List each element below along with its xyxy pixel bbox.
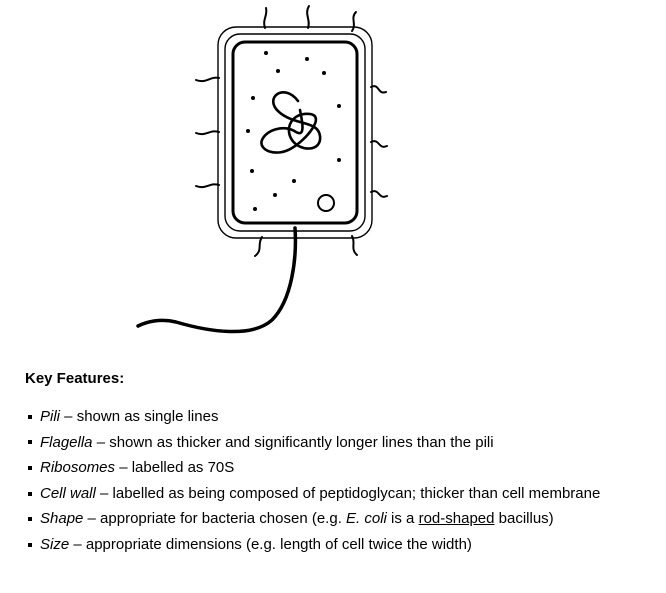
key-features-heading: Key Features: (25, 370, 124, 387)
feature-term: Flagella (40, 434, 93, 451)
bullet-icon (28, 466, 32, 470)
feature-description: – labelled as 70S (115, 459, 234, 476)
bullet-icon (28, 543, 32, 547)
feature-description: – appropriate dimensions (e.g. length of… (69, 536, 472, 553)
feature-description-mid: is a (387, 510, 419, 527)
plasmid (318, 195, 334, 211)
underlined-term: rod-shaped (419, 510, 495, 527)
key-features-list: Pili – shown as single lines Flagella – … (25, 404, 600, 558)
feature-description: – shown as thicker and significantly lon… (93, 434, 494, 451)
feature-shape: Shape – appropriate for bacteria chosen … (25, 506, 600, 532)
feature-term: Pili (40, 408, 60, 425)
nucleoid (261, 92, 320, 152)
bullet-icon (28, 517, 32, 521)
bullet-icon (28, 440, 32, 444)
feature-term: Size (40, 536, 69, 553)
feature-term: Ribosomes (40, 459, 115, 476)
feature-description: – shown as single lines (60, 408, 218, 425)
feature-term: Cell wall (40, 485, 96, 502)
bullet-icon (28, 415, 32, 419)
bullet-icon (28, 492, 32, 496)
feature-pili: Pili – shown as single lines (25, 404, 600, 430)
species-name: E. coli (346, 510, 387, 527)
feature-term: Shape (40, 510, 83, 527)
feature-description: – labelled as being composed of peptidog… (96, 485, 600, 502)
feature-description-pre: – appropriate for bacteria chosen (e.g. (83, 510, 346, 527)
bacterial-cell-diagram (0, 0, 666, 360)
flagellum (138, 228, 295, 332)
feature-cell-wall: Cell wall – labelled as being composed o… (25, 481, 600, 507)
feature-size: Size – appropriate dimensions (e.g. leng… (25, 532, 600, 558)
feature-description-post: bacillus) (494, 510, 553, 527)
feature-ribosomes: Ribosomes – labelled as 70S (25, 455, 600, 481)
feature-flagella: Flagella – shown as thicker and signific… (25, 430, 600, 456)
